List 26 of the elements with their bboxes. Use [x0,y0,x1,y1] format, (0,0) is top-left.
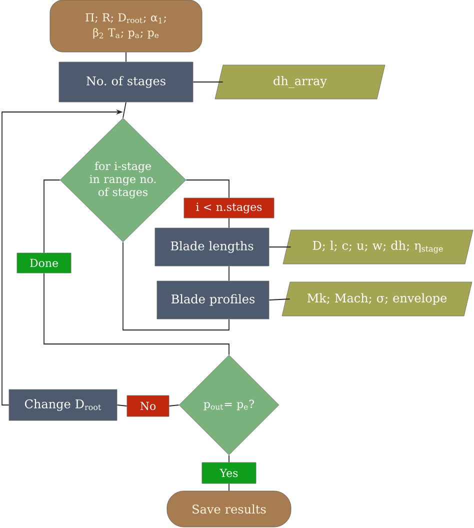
connector [228,454,230,463]
connector [44,272,230,356]
connector [228,483,230,492]
connector [268,246,292,248]
terminal-box: Π; R; D$_{root}$; α$_{1}$; β$_{2}$ T$_{a}$; p$_{a}$; p$_{e}$ [50,0,202,52]
process-box: No. of stages [58,62,194,102]
condition-tag: Yes [202,462,256,484]
condition-tag: Done [16,252,72,274]
data-parallelogram: Mk; Mach; σ; envelope [282,282,472,316]
connector [44,180,60,254]
condition-tag: No [126,395,170,417]
data-parallelogram: D; l; c; u; w; dh; η$_{stage}$ [282,230,474,264]
connector [228,218,230,228]
connector [268,298,290,300]
terminal-box: Save results [166,490,292,528]
connector [168,404,180,406]
process-box: Blade profiles [156,280,270,320]
process-box: Change D$_{root}$ [8,389,118,421]
connector [116,404,128,406]
data-parallelogram: dh_array [214,64,386,100]
condition-tag: i < n.stages [184,198,274,218]
connector [122,242,230,330]
process-box: Blade lengths [154,228,270,266]
connector [122,102,126,118]
connector [186,180,230,198]
connector [228,266,230,282]
